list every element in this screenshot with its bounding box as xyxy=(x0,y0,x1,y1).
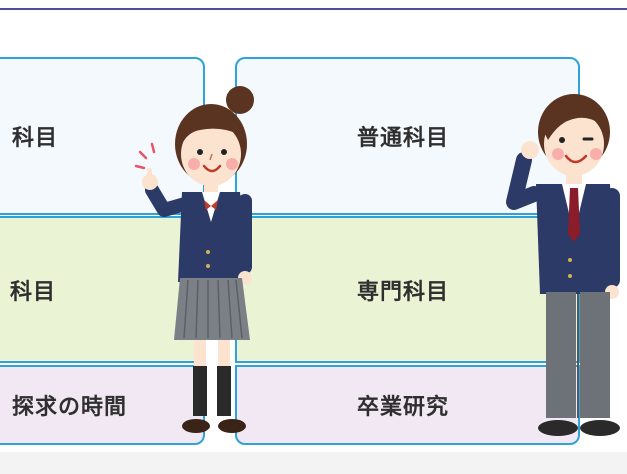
footer-strip xyxy=(0,452,627,474)
right-top-label: 普通科目 xyxy=(357,126,450,151)
student-girl-illustration xyxy=(134,86,254,433)
left-mid-label: 科目 xyxy=(10,279,57,305)
left-mid-panel: 科目 xyxy=(0,216,205,363)
left-top-label: 科目 xyxy=(12,126,59,151)
student-boy-illustration xyxy=(506,94,620,436)
right-bottom-label: 卒業研究 xyxy=(357,395,450,420)
left-top-panel: 科目 xyxy=(0,57,205,215)
left-bottom-label: 探求の時間 xyxy=(12,395,128,420)
left-bottom-panel: 探求の時間 xyxy=(0,365,205,445)
right-mid-label: 専門科目 xyxy=(357,279,450,305)
right-mid-panel: 専門科目 xyxy=(235,216,580,363)
header-rule xyxy=(0,8,627,10)
